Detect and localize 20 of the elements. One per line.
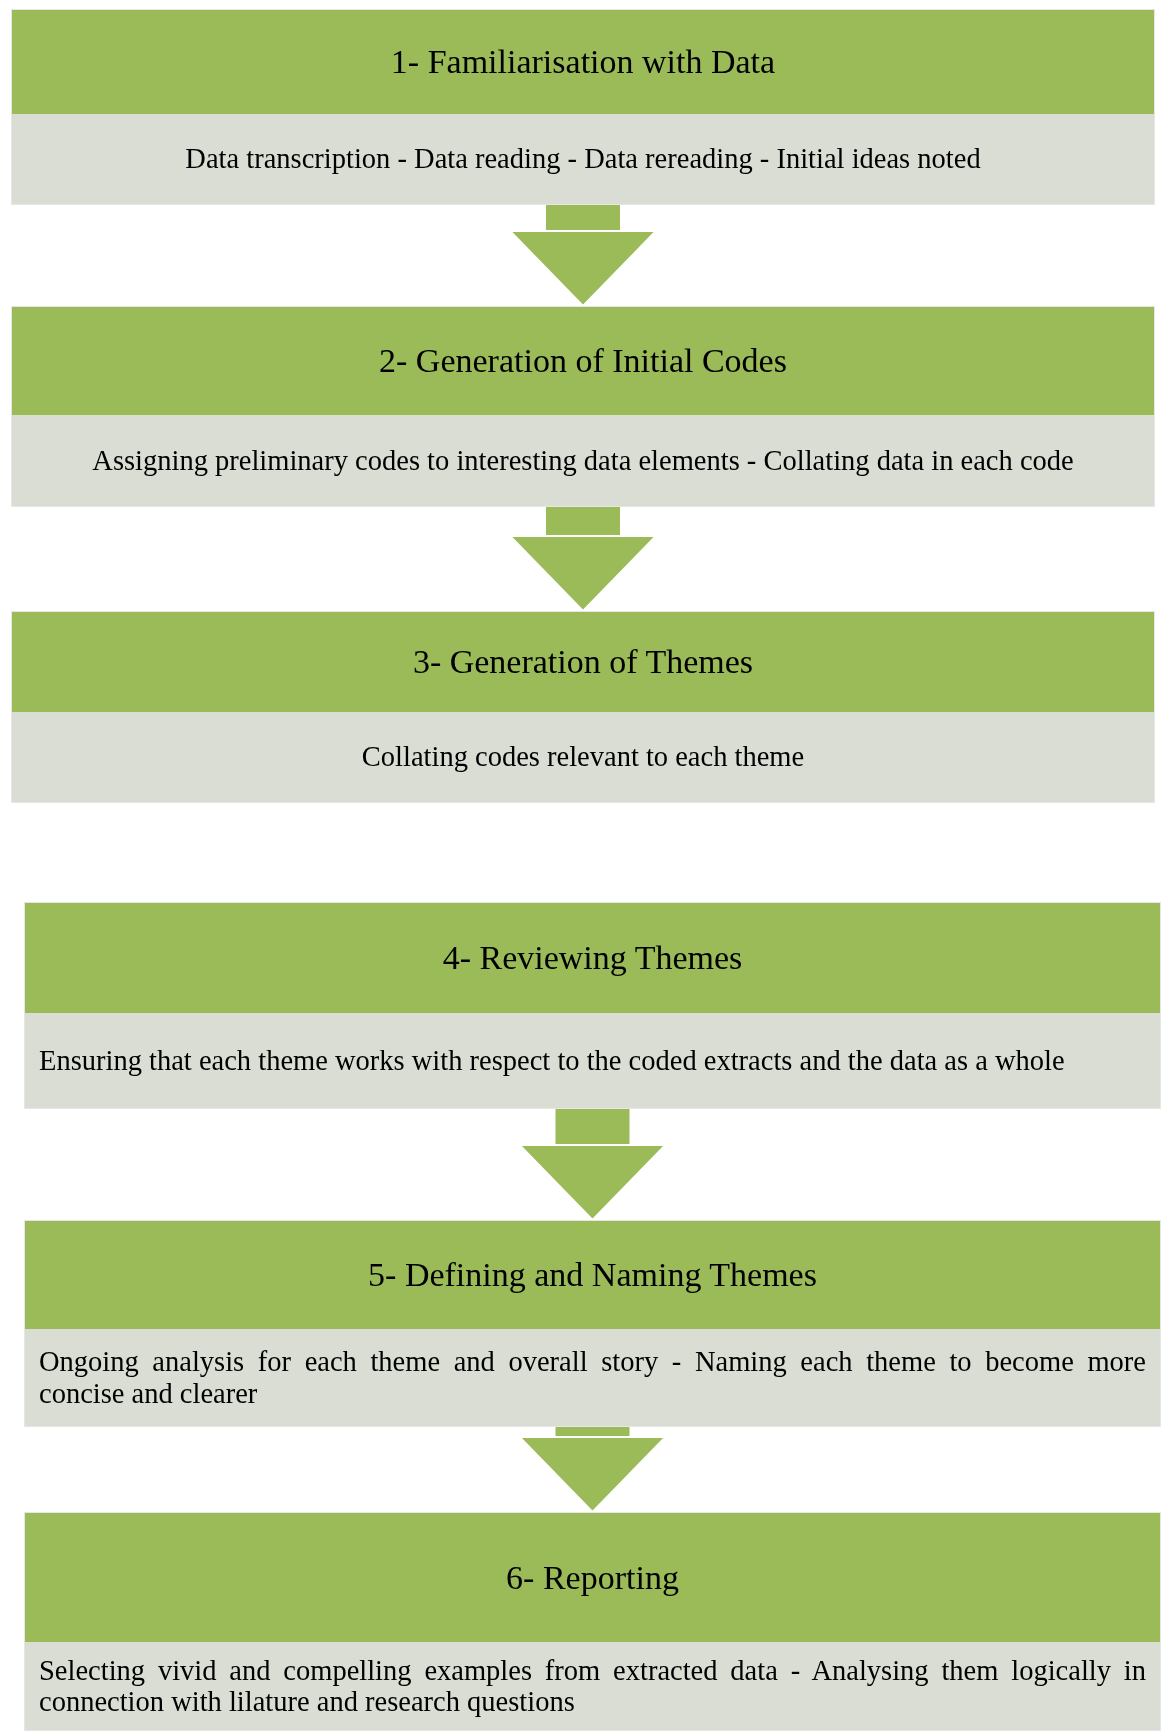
step-description: Ensuring that each theme works with respect to the coded extracts and the data as a whole bbox=[39, 1044, 1066, 1077]
arrow bbox=[509, 205, 657, 307]
process-box bbox=[11, 306, 1155, 507]
arrow bbox=[509, 507, 657, 612]
step-description: Assigning preliminary codes to interesting data elements - Collating data in each code bbox=[91, 444, 1075, 477]
step-heading: 5- Defining and Naming Themes bbox=[368, 1256, 817, 1294]
step-heading: 3- Generation of Themes bbox=[412, 643, 754, 681]
step-description: Selecting vivid and compelling examples from extracted data - Analysing them logically in connection with lilature and research questions bbox=[39, 1654, 1146, 1718]
step-heading: 2- Generation of Initial Codes bbox=[379, 342, 787, 380]
process-box bbox=[24, 902, 1161, 1109]
step-description: Data transcription - Data reading - Data rereading - Initial ideas noted bbox=[184, 143, 982, 175]
step-heading: 1- Familiarisation with Data bbox=[390, 43, 776, 81]
process-box bbox=[24, 1220, 1161, 1427]
step-heading: 6- Reporting bbox=[506, 1558, 679, 1597]
step-description: Collating codes relevant to each theme bbox=[360, 741, 806, 773]
process-box bbox=[11, 9, 1155, 205]
process-box bbox=[24, 1512, 1161, 1731]
step-description: Ongoing analysis for each theme and overall story - Naming each theme to become more concise and clearer bbox=[39, 1346, 1146, 1409]
process-box bbox=[11, 611, 1155, 803]
step-heading: 4- Reviewing Themes bbox=[442, 939, 743, 977]
